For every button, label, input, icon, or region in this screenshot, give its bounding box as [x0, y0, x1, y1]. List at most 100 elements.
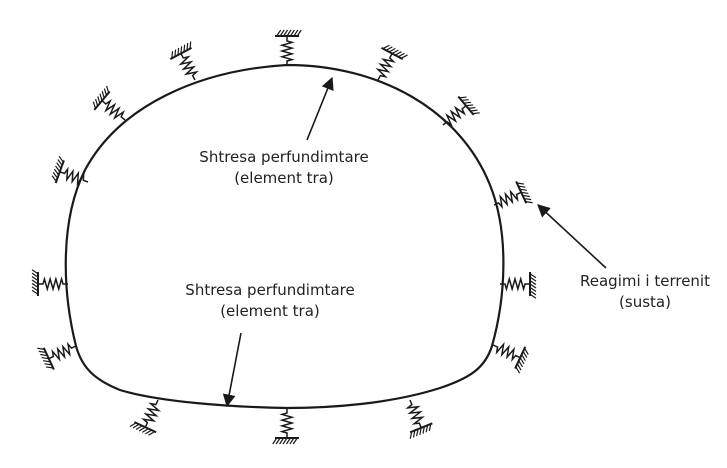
spring-icon — [279, 36, 295, 66]
hatch-mark — [391, 49, 399, 55]
spring-icon — [442, 105, 467, 127]
hatch-mark — [293, 29, 299, 37]
hatch-mark — [148, 431, 155, 436]
hatch-mark — [177, 47, 180, 56]
spring-icon — [492, 341, 521, 362]
hatch-mark — [103, 88, 108, 96]
spring-icon — [500, 276, 530, 292]
hatch-mark — [394, 51, 402, 56]
hatch-mark — [97, 96, 101, 104]
label-lining-bottom-line1: Shtresa perfundimtare — [185, 281, 355, 299]
ground-support-hatch-icon — [409, 422, 433, 434]
spring-icon — [141, 399, 162, 428]
hatch-mark — [463, 101, 472, 104]
arrow-lining-top — [306, 76, 334, 141]
hatch-mark — [183, 44, 186, 52]
hatch-mark — [38, 350, 47, 354]
hatch-mark — [44, 363, 52, 366]
hatch-mark — [523, 197, 532, 201]
hatch-mark — [31, 279, 39, 285]
hatch-mark — [518, 185, 526, 188]
hatch-mark — [416, 428, 419, 437]
hatch-mark — [400, 54, 408, 59]
hatch-mark — [519, 188, 527, 191]
hatch-mark — [397, 52, 405, 58]
hatch-mark — [145, 429, 152, 435]
hatch-mark — [129, 422, 137, 428]
hatch-mark — [53, 168, 60, 176]
hatch-mark — [522, 194, 530, 198]
hatch-mark — [522, 351, 528, 358]
hatch-mark — [529, 293, 537, 299]
hatch-mark — [41, 356, 49, 360]
hatch-mark — [518, 360, 524, 368]
label-lining-top-line2: (element tra) — [234, 169, 334, 187]
hatch-mark — [58, 155, 64, 163]
hatch-mark — [174, 49, 177, 57]
hatch-mark — [132, 423, 140, 429]
hatch-mark — [529, 290, 537, 296]
hatch-mark — [472, 112, 480, 115]
hatch-mark — [516, 363, 522, 371]
hatch-mark — [529, 273, 537, 279]
hatch-mark — [282, 437, 288, 445]
spring-icon — [405, 399, 425, 429]
hatch-mark — [106, 85, 110, 94]
ground-support-hatch-icon — [514, 346, 527, 369]
arrow-lining-bottom — [222, 332, 242, 408]
spring-icon — [59, 166, 89, 187]
hatch-mark — [171, 51, 174, 59]
spring-icon — [279, 408, 295, 438]
spring-icon — [493, 189, 522, 210]
hatch-mark — [529, 280, 537, 286]
spring-icon — [178, 53, 199, 81]
hatch-mark — [521, 354, 526, 362]
hatch-mark — [279, 29, 285, 37]
hatch-mark — [286, 29, 292, 37]
label-ground-reaction-line1: Reagimi i terrenit — [580, 272, 710, 290]
hatch-mark — [180, 46, 183, 54]
hatch-mark — [465, 104, 474, 107]
hatch-mark — [279, 437, 285, 445]
hatch-mark — [141, 428, 149, 433]
hatch-mark — [516, 182, 525, 185]
spring-icon — [48, 341, 77, 362]
hatch-mark — [31, 289, 39, 295]
hatch-mark — [138, 426, 146, 432]
hatch-mark — [275, 437, 281, 445]
hatch-mark — [55, 165, 61, 173]
hatch-mark — [422, 426, 426, 434]
spring-icon — [38, 276, 68, 292]
hatch-mark — [428, 423, 432, 432]
hatch-mark — [525, 201, 533, 204]
hatch-mark — [468, 106, 476, 109]
hatch-mark — [189, 41, 192, 49]
spring-icon — [101, 98, 126, 121]
hatch-mark — [283, 29, 289, 37]
hatch-mark — [425, 425, 429, 433]
hatch-mark — [412, 430, 416, 438]
hatch-mark — [31, 276, 39, 282]
spring-supports-group — [31, 29, 537, 445]
hatch-mark — [409, 431, 413, 439]
arrow-ground-reaction — [537, 204, 607, 269]
hatch-mark — [52, 172, 58, 179]
hatch-mark — [289, 29, 295, 37]
hatch-mark — [56, 162, 62, 169]
hatch-mark — [186, 43, 189, 51]
ground-support-hatch-icon — [515, 181, 528, 204]
hatch-mark — [529, 276, 537, 282]
hatch-mark — [470, 109, 478, 112]
label-ground-reaction-line2: (susta) — [619, 293, 671, 311]
hatch-mark — [92, 101, 96, 109]
hatch-mark — [101, 91, 105, 99]
hatch-mark — [135, 425, 143, 431]
hatch-mark — [99, 93, 103, 101]
hatch-mark — [40, 353, 48, 357]
hatch-mark — [57, 159, 63, 166]
tunnel-lining-outline — [64, 63, 505, 410]
hatch-mark — [382, 44, 390, 50]
label-lining-top-line1: Shtresa perfundimtare — [199, 148, 369, 166]
hatch-mark — [419, 427, 422, 435]
label-lining-top: Shtresa perfundimtare (element tra) — [184, 147, 384, 189]
